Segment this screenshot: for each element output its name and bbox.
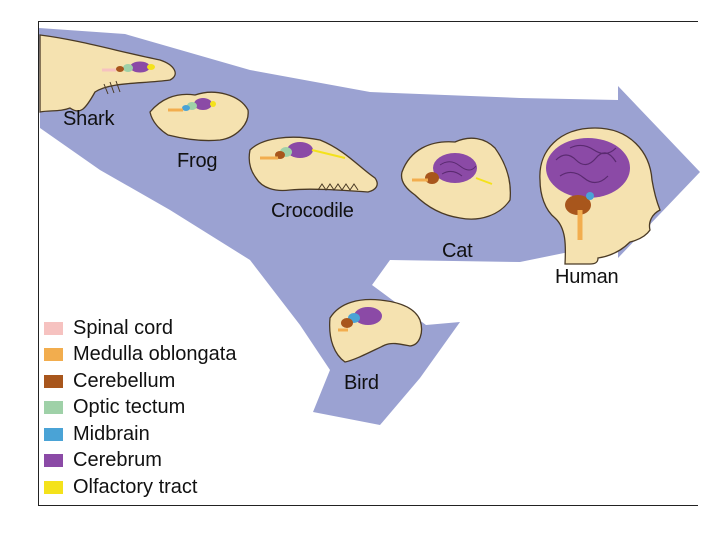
legend-swatch [44, 454, 63, 468]
shark-label: Shark [63, 108, 115, 130]
legend-swatch [44, 348, 63, 362]
legend-label: Cerebrum [73, 449, 162, 472]
legend-item: Medulla oblongata [44, 342, 236, 369]
legend-swatch [44, 427, 63, 441]
shark-head-illustration [39, 34, 176, 113]
legend-label: Midbrain [73, 422, 150, 445]
legend-label: Optic tectum [73, 396, 186, 419]
crocodile-label: Crocodile [271, 200, 354, 222]
legend-item: Cerebellum [44, 368, 236, 395]
legend-item: Cerebrum [44, 448, 236, 475]
human-label: Human [555, 266, 619, 288]
bird-head-illustration [329, 298, 423, 363]
legend-label: Cerebellum [73, 369, 176, 392]
frame-top-line [38, 21, 698, 22]
frame-left-line [38, 21, 39, 505]
cat-head-illustration [400, 137, 511, 220]
legend-item: Optic tectum [44, 395, 236, 422]
frog-head-illustration [149, 91, 249, 142]
legend-label: Medulla oblongata [73, 343, 237, 366]
crocodile-head-illustration [248, 136, 378, 193]
legend-label: Spinal cord [73, 316, 174, 339]
shark-brain [130, 61, 150, 73]
frame-bottom-line [38, 505, 698, 506]
bird-label: Bird [344, 372, 379, 394]
bird-brain [354, 307, 382, 325]
frog-brain [194, 98, 212, 110]
cat-label: Cat [442, 240, 473, 262]
frog-label: Frog [177, 150, 218, 172]
legend-swatch [44, 374, 63, 388]
legend-label: Olfactory tract [73, 475, 198, 498]
crocodile-brain [287, 142, 313, 158]
cat-brain [433, 153, 477, 183]
human-head-illustration [539, 127, 661, 265]
legend-swatch [44, 321, 63, 335]
legend-item: Olfactory tract [44, 474, 236, 501]
legend-swatch [44, 401, 63, 415]
legend: Spinal cord Medulla oblongata Cerebellum… [44, 315, 236, 501]
legend-item: Midbrain [44, 421, 236, 448]
legend-item: Spinal cord [44, 315, 236, 342]
legend-swatch [44, 480, 63, 494]
